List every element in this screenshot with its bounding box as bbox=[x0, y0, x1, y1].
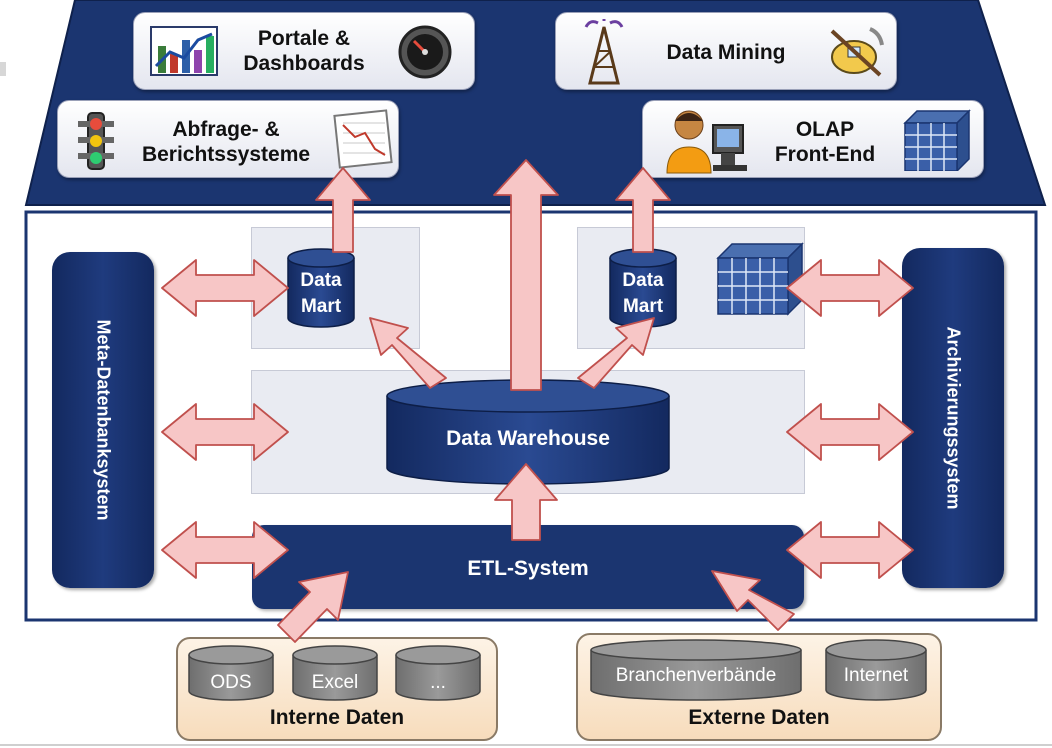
arrow-datamart-right-to-olap bbox=[615, 167, 671, 253]
arrow-meta-etl bbox=[161, 521, 289, 579]
arrow-etl-to-warehouse bbox=[494, 463, 558, 541]
olap-frontend-box[interactable]: OLAP Front-End bbox=[642, 100, 984, 178]
ods-cylinder bbox=[188, 645, 274, 701]
bar-chart-icon bbox=[150, 26, 218, 76]
data-warehouse-label: Data Warehouse bbox=[446, 427, 610, 450]
arrow-archiv-warehouse bbox=[786, 403, 914, 461]
bottom-edge bbox=[0, 744, 1052, 746]
arrow-interne-to-etl bbox=[277, 571, 349, 643]
olap-label-line2: Front-End bbox=[774, 143, 876, 166]
data-mart-right-cylinder bbox=[609, 248, 677, 328]
more-label: ... bbox=[430, 672, 446, 693]
arrow-meta-warehouse bbox=[161, 403, 289, 461]
excel-cylinder bbox=[292, 645, 378, 701]
cube-grid-icon bbox=[903, 109, 971, 171]
data-mart-left-label-line1: Data bbox=[300, 270, 342, 291]
olap-cube-icon bbox=[716, 242, 804, 316]
arrow-archiv-datamart bbox=[786, 259, 914, 317]
abfrage-label-line1: Abfrage- & bbox=[172, 118, 280, 141]
more-cylinder bbox=[395, 645, 481, 701]
data-mart-right-label-line2: Mart bbox=[622, 296, 664, 317]
internet-cylinder bbox=[825, 639, 927, 701]
ods-label: ODS bbox=[210, 672, 252, 693]
branchenverbaende-cylinder bbox=[590, 639, 802, 701]
edge-marker bbox=[0, 62, 6, 76]
branchenverbaende-label: Branchenverbände bbox=[615, 665, 777, 686]
arrow-warehouse-to-datamart-left bbox=[369, 317, 447, 389]
traffic-light-icon bbox=[78, 112, 114, 170]
oil-rig-icon bbox=[584, 19, 624, 85]
etl-system-label: ETL-System bbox=[467, 557, 589, 580]
portale-label-line2: Dashboards bbox=[243, 52, 365, 75]
arrow-externe-to-etl bbox=[711, 570, 795, 631]
excel-label: Excel bbox=[311, 672, 359, 693]
arrow-warehouse-to-datamart-right bbox=[577, 317, 655, 389]
internet-label: Internet bbox=[843, 665, 909, 686]
arrow-datamart-left-to-abfrage bbox=[315, 167, 371, 253]
abfrage-berichtssysteme-box[interactable]: Abfrage- & Berichtssysteme bbox=[57, 100, 399, 178]
data-mart-right-label-line1: Data bbox=[622, 270, 664, 291]
arrow-meta-datamart bbox=[161, 259, 289, 317]
data-mart-left-label-line2: Mart bbox=[300, 296, 342, 317]
arrow-warehouse-to-frontend bbox=[493, 159, 559, 391]
portale-label-line1: Portale & bbox=[257, 27, 351, 50]
arrow-archiv-etl bbox=[786, 521, 914, 579]
meta-datenbanksystem-pillar[interactable]: Meta-Datenbanksystem bbox=[52, 252, 154, 588]
interne-daten-title: Interne Daten bbox=[269, 706, 405, 729]
portale-dashboards-box[interactable]: Portale & Dashboards bbox=[133, 12, 475, 90]
olap-label-line1: OLAP bbox=[795, 118, 855, 141]
data-mining-label: Data Mining bbox=[666, 41, 786, 64]
data-mart-left-cylinder bbox=[287, 248, 355, 328]
data-mining-box[interactable]: Data Mining bbox=[555, 12, 897, 90]
miner-helmet-icon bbox=[830, 27, 884, 77]
abfrage-label-line2: Berichtssysteme bbox=[141, 143, 311, 166]
externe-daten-title: Externe Daten bbox=[688, 706, 830, 729]
speedometer-icon bbox=[398, 25, 452, 79]
archivierungssystem-pillar[interactable]: Archivierungssystem bbox=[902, 248, 1004, 588]
user-computer-icon bbox=[666, 110, 747, 174]
report-chart-icon bbox=[333, 109, 393, 169]
